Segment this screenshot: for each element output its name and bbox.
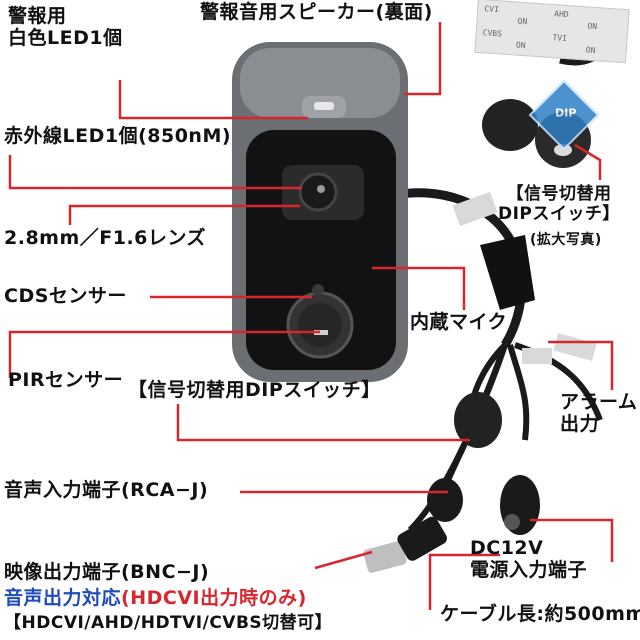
bnc-body xyxy=(397,516,447,561)
alarm-led-label: 警報用 白色LED1個 xyxy=(8,5,123,49)
leader-lens xyxy=(68,204,300,225)
leader-cable xyxy=(428,553,500,610)
bnc-connector xyxy=(363,541,407,573)
leader-dip-photo xyxy=(574,143,602,180)
leader-dip xyxy=(176,404,470,442)
leader-lines xyxy=(8,22,614,610)
dip-connector xyxy=(454,392,502,448)
pir-sensor-inner xyxy=(298,303,342,347)
wire-tag xyxy=(522,348,552,364)
ir-led-label: 赤外線LED1個(850nM) xyxy=(4,125,232,147)
dip-photo-title: 【信号切替用 DIPスイッチ】 xyxy=(498,184,620,224)
dc-jack xyxy=(504,514,520,530)
cable-length-label: ケーブル長:約500mm xyxy=(440,603,640,625)
cable-tag xyxy=(452,191,498,227)
pir-label: PIRセンサー xyxy=(8,369,124,391)
mic-label: 内蔵マイク xyxy=(410,311,508,333)
dip-label-cvbs: CVBS xyxy=(482,28,503,39)
speaker-label: 警報音用スピーカー(裏面) xyxy=(200,1,433,23)
leader-alarm-led xyxy=(118,80,308,120)
leader-pir xyxy=(8,330,320,378)
audio-out-condition: (HDCVI出力時のみ) xyxy=(121,587,307,609)
leader-ir-led xyxy=(8,155,302,190)
dip-label-ahd: AHD xyxy=(553,9,569,20)
alarm-wire-tag xyxy=(553,333,597,361)
dip-closeup-body xyxy=(482,99,538,151)
audio-out-note: 音声出力対応(HDCVI出力時のみ) xyxy=(4,587,307,610)
leader-video xyxy=(314,550,373,570)
video-out-label: 映像出力端子(BNC−J) xyxy=(4,561,210,583)
dip-on-2: ON xyxy=(587,21,598,32)
dip-photo-caption: (拡大写真) xyxy=(530,232,602,248)
leader-dc xyxy=(530,518,614,562)
audio-out-prefix: 音声出力対応 xyxy=(4,587,122,609)
lens-label: 2.8mm／F1.6レンズ xyxy=(4,227,207,249)
formats-label: 【HDCVI/AHD/HDTVI/CVBS切替可】 xyxy=(4,613,333,633)
audio-in-label: 音声入力端子(RCA−J) xyxy=(4,479,209,501)
cds-sensor xyxy=(312,284,324,296)
dip-on-3: ON xyxy=(515,40,526,51)
leader-mic xyxy=(372,266,466,310)
camera-lens xyxy=(298,172,338,212)
cds-label: CDSセンサー xyxy=(4,285,127,307)
dip-on-4: ON xyxy=(585,45,596,56)
leader-speaker xyxy=(404,22,442,96)
camera-top-shine xyxy=(240,48,400,118)
dip-switch-label-sheet: CVI AHD CVBS TVI ON ON ON ON xyxy=(474,0,630,64)
lens-glare xyxy=(317,185,325,193)
dip-switch-label: 【信号切替用DIPスイッチ】 xyxy=(128,379,381,401)
dc-label: DC12V 電源入力端子 xyxy=(470,537,588,581)
dip-on-1: ON xyxy=(517,16,528,27)
leader-alarm xyxy=(548,340,614,390)
alarm-output-label: アラーム 出力 xyxy=(560,391,638,435)
branch-cables xyxy=(407,342,603,533)
cable-boot xyxy=(480,235,535,310)
white-led xyxy=(314,102,334,110)
dip-badge-text: DIP xyxy=(555,106,577,120)
dip-label-cvi: CVI xyxy=(484,4,500,15)
pir-glare xyxy=(314,330,328,335)
dip-label-tvi: TVI xyxy=(552,33,568,44)
rca-connector xyxy=(427,478,463,522)
